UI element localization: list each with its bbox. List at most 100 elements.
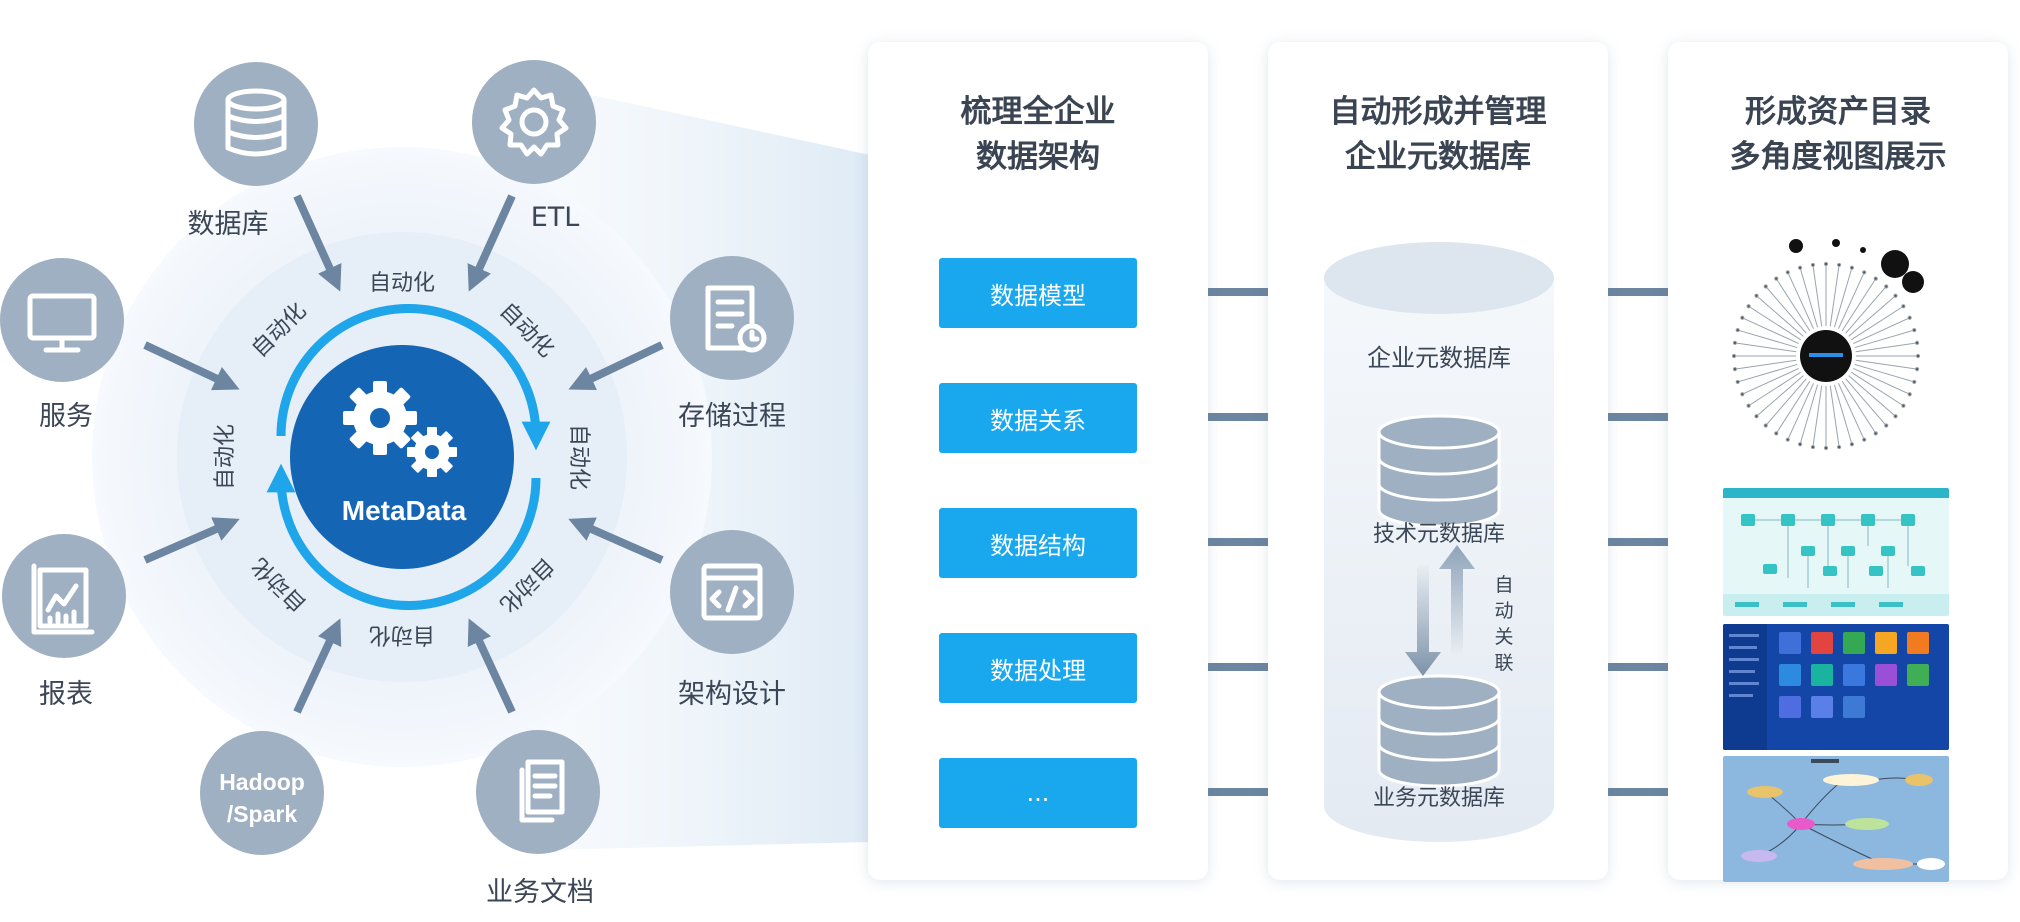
radial-node [1732,366,1738,372]
item-data-processing[interactable]: 数据处理 [939,633,1137,703]
arrow-docs-in [467,618,516,714]
radial-spoke [1848,295,1896,337]
source-circle-service [0,258,124,382]
radial-node [1735,379,1740,385]
arrow-procedure-in [568,341,664,391]
automation-label-top: 自动化 [369,271,435,296]
source-label-procedure: 存储过程 [678,401,786,432]
radial-spoke [1765,378,1807,426]
radial-node [1823,445,1829,451]
radial-spoke [1855,359,1918,370]
radial-spoke [1748,305,1802,341]
radial-node [1763,284,1768,289]
repository-cylinder-svg [1324,242,1554,842]
radial-spoke [1850,371,1904,407]
cycle-arrow-bottom [266,463,541,610]
item-more[interactable]: ... [939,758,1137,828]
documents-icon [519,759,565,823]
radial-spoke [1756,295,1804,337]
radial-node [1901,403,1906,408]
automation-label-bottom: 自动化 [369,622,435,647]
radial-node [1873,276,1878,281]
radial-node [1884,284,1889,289]
enterprise-cylinder-top [1324,242,1554,314]
radial-spoke [1855,342,1918,353]
radial-node [1754,293,1759,298]
radial-node [1731,353,1737,359]
radial-node [1774,431,1779,436]
gear-icon [499,87,569,157]
panel-architecture-title: 梳理全企业 数据架构 [960,94,1116,175]
gears-icon [343,381,457,477]
report-chart-icon [31,563,95,635]
tech-db-label: 技术元数据库 [1372,522,1506,547]
radial-node [1893,414,1898,419]
radial-spoke [1734,342,1797,353]
radial-spoke [1756,375,1804,417]
radial-spoke [1787,383,1814,440]
auto-link-label: 自动关联 [1494,574,1514,674]
source-circle-report [2,534,126,658]
radial-spoke [1833,384,1853,445]
radial-spoke [1853,317,1910,344]
source-label-docs: 业务文档 [486,877,594,908]
radial-node [1912,379,1917,385]
automation-label-right: 自动化 [566,424,591,490]
radial-spoke [1799,267,1819,328]
radial-node [1862,437,1867,442]
radial-node [1823,261,1829,267]
radial-node [1785,270,1790,275]
hub-center-label: MetaData [342,495,467,526]
radial-spoke [1737,329,1798,349]
source-circle-etl [472,60,596,184]
radial-node [1912,327,1917,333]
database-icon [225,88,287,157]
radial-spoke [1812,385,1823,448]
monitor-icon [27,293,97,353]
radial-node [1797,265,1803,270]
radial-node [1907,392,1912,397]
view-thumbnail-process-flow [1723,488,1949,616]
view-thumbnail-relation-graph [1723,756,1949,882]
radial-spoke [1854,363,1915,383]
radial-spoke [1799,384,1819,445]
arrow-hadoop-in [293,618,342,714]
radial-node [1862,270,1867,275]
source-circle-docs [476,730,600,854]
source-label-design: 架构设计 [678,679,786,710]
radial-node [1735,327,1740,333]
radial-spoke [1787,272,1814,329]
radial-node [1740,392,1745,397]
arrow-etl-in [467,194,516,292]
source-label-service: 服务 [39,401,93,432]
code-window-icon [701,563,763,621]
item-data-model[interactable]: 数据模型 [939,258,1137,328]
radial-spoke [1765,286,1807,334]
panel-catalog-title: 形成资产目录 多角度视图展示 [1729,94,1947,175]
item-data-structure[interactable]: 数据结构 [939,508,1137,578]
radial-spoke [1845,378,1887,426]
radial-node [1893,293,1898,298]
radial-node [1774,276,1779,281]
radial-spoke [1833,267,1853,328]
radial-node [1732,340,1738,346]
arrow-service-in [143,341,240,391]
enterprise-db-label: 企业元数据库 [1367,344,1511,372]
radial-spoke [1775,380,1811,434]
radial-node [1901,304,1906,309]
radial-spoke [1838,272,1865,329]
radial-node [1763,423,1768,428]
tech-db-icon [1377,414,1501,528]
radial-node [1746,304,1751,309]
arrow-report-in [143,517,240,564]
radial-spoke [1845,286,1887,334]
source-label-database: 数据库 [187,209,269,240]
radial-spoke [1829,264,1840,327]
radial-node [1884,423,1889,428]
radial-node [1915,353,1921,359]
radial-node [1785,437,1790,442]
radial-node [1914,366,1920,372]
radial-node [1810,262,1816,268]
item-data-relation[interactable]: 数据关系 [939,383,1137,453]
